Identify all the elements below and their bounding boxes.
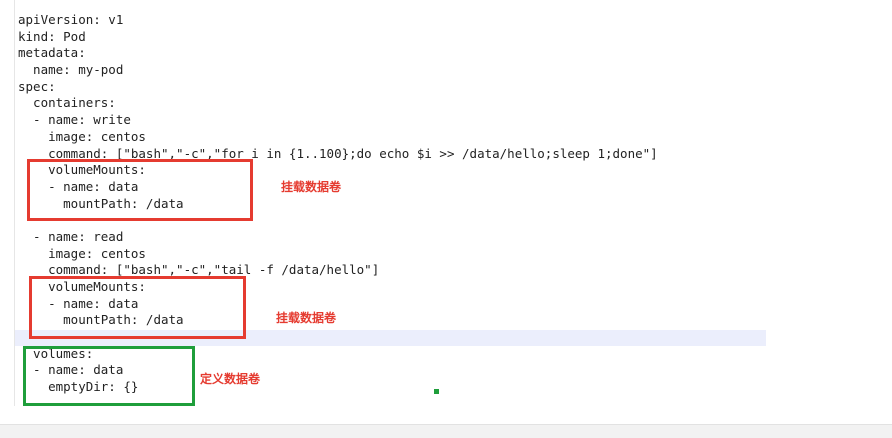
code-line: image: centos (18, 128, 146, 144)
code-line: name: my-pod (18, 62, 124, 78)
code-line: apiVersion: v1 (18, 12, 124, 27)
code-line: command: ["bash","-c","for i in {1..100}… (18, 145, 658, 161)
code-line: - name: read (18, 228, 124, 244)
current-line-highlight (15, 330, 766, 346)
code-line: - name: data (18, 295, 139, 311)
volume-mounts-box-read (29, 276, 246, 339)
annotation-mount-write: 挂载数据卷 (281, 180, 342, 194)
code-line: volumes: (18, 345, 94, 361)
annotation-mount-read: 挂载数据卷 (276, 311, 337, 325)
code-line: volumeMounts: (18, 162, 146, 178)
volumes-box (23, 346, 195, 406)
code-line: kind: Pod (18, 28, 86, 44)
bottom-strip (0, 424, 892, 438)
code-line: - name: write (18, 112, 131, 128)
code-line: emptyDir: {} (18, 379, 139, 395)
cursor-marker (434, 389, 439, 394)
code-line: volumeMounts: (18, 279, 146, 294)
code-line: image: centos (18, 245, 146, 261)
code-line: command: ["bash","-c","tail -f /data/hel… (18, 262, 380, 278)
code-line: mountPath: /data (18, 312, 184, 328)
code-line: mountPath: /data (18, 195, 184, 211)
volume-mounts-box-write (27, 159, 253, 221)
editor-gutter (14, 0, 15, 406)
code-line: containers: (18, 95, 116, 111)
code-line: - name: data (18, 362, 124, 378)
code-line: - name: data (18, 178, 139, 194)
code-line: spec: (18, 78, 56, 94)
code-line: metadata: (18, 45, 86, 61)
annotation-define-volume: 定义数据卷 (200, 372, 261, 386)
